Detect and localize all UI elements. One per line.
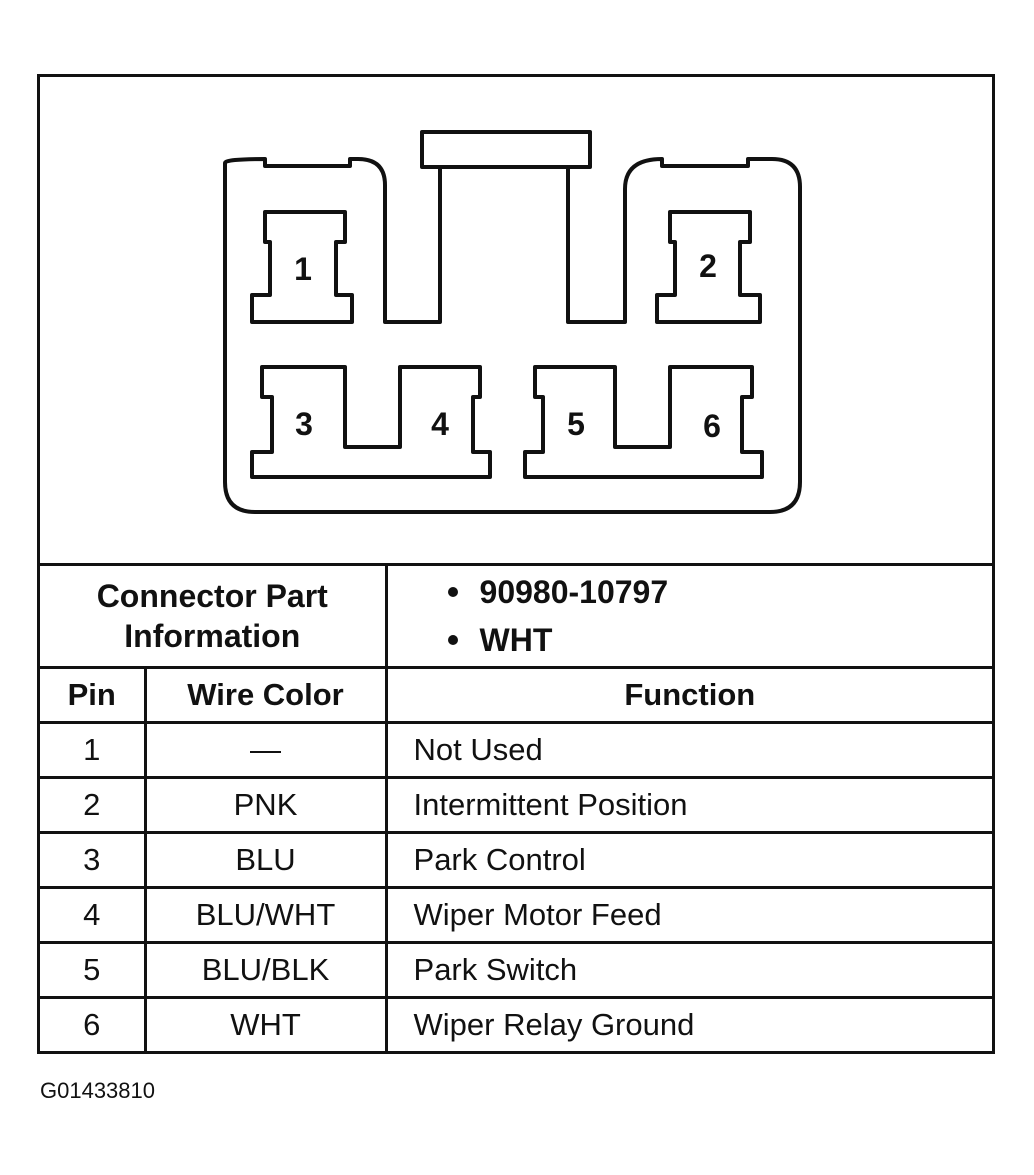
part-info-label-line1: Connector Part	[96, 578, 328, 614]
table-row: 4 BLU/WHT Wiper Motor Feed	[40, 886, 993, 944]
function-cell: Park Switch	[384, 941, 993, 999]
table-row: 1 — Not Used	[40, 721, 993, 779]
pin-cell: 2	[40, 776, 147, 834]
bullet-icon	[447, 587, 458, 597]
connector-color: WHT	[447, 616, 993, 664]
header-function: Function	[384, 666, 993, 724]
pin-label-4: 4	[431, 406, 449, 442]
pin-cell: 5	[40, 941, 147, 999]
wire-color-cell: WHT	[143, 996, 388, 1051]
cavity-3-4	[250, 365, 492, 479]
cavity-2	[655, 210, 762, 324]
table-header-row: Pin Wire Color Function	[40, 666, 993, 724]
table-row: 5 BLU/BLK Park Switch	[40, 941, 993, 999]
bullet-icon	[447, 635, 458, 645]
part-info-row: Connector Part Information 90980-10797 W…	[40, 563, 993, 669]
function-cell: Wiper Motor Feed	[384, 886, 993, 944]
table-row: 3 BLU Park Control	[40, 831, 993, 889]
cavity-5-6	[523, 365, 764, 479]
wire-color-cell: BLU/WHT	[143, 886, 388, 944]
pin-label-6: 6	[703, 408, 721, 444]
function-cell: Park Control	[384, 831, 993, 889]
pin-label-2: 2	[699, 248, 717, 284]
part-info-values: 90980-10797 WHT	[384, 563, 993, 669]
function-cell: Wiper Relay Ground	[384, 996, 993, 1051]
pin-label-1: 1	[294, 251, 312, 287]
connector-sheet: 1 2 3 4 5 6 Connector Part Information 9…	[37, 74, 995, 1054]
part-number: 90980-10797	[447, 568, 993, 616]
connector-color-text: WHT	[479, 621, 553, 658]
figure-id: G01433810	[40, 1078, 155, 1103]
header-wire-color: Wire Color	[143, 666, 388, 724]
pin-cell: 1	[40, 721, 147, 779]
wire-color-cell: BLU/BLK	[143, 941, 388, 999]
wire-color-cell: PNK	[143, 776, 388, 834]
part-number-text: 90980-10797	[479, 573, 669, 610]
function-cell: Not Used	[384, 721, 993, 779]
pinout-table: Connector Part Information 90980-10797 W…	[40, 563, 993, 1051]
connector-body-outline	[223, 130, 802, 514]
connector-face-diagram: 1 2 3 4 5 6	[40, 77, 992, 563]
part-info-label-line2: Information	[124, 618, 301, 654]
pin-label-3: 3	[295, 406, 313, 442]
pin-cell: 6	[40, 996, 147, 1051]
table-row: 2 PNK Intermittent Position	[40, 776, 993, 834]
part-info-label: Connector Part Information	[40, 563, 388, 669]
function-cell: Intermittent Position	[384, 776, 993, 834]
pin-cell: 3	[40, 831, 147, 889]
cavity-1	[250, 210, 354, 324]
wire-color-cell: BLU	[143, 831, 388, 889]
header-pin: Pin	[40, 666, 147, 724]
table-row: 6 WHT Wiper Relay Ground	[40, 996, 993, 1051]
wire-color-cell: —	[143, 721, 388, 779]
pin-cell: 4	[40, 886, 147, 944]
pin-label-5: 5	[567, 406, 585, 442]
